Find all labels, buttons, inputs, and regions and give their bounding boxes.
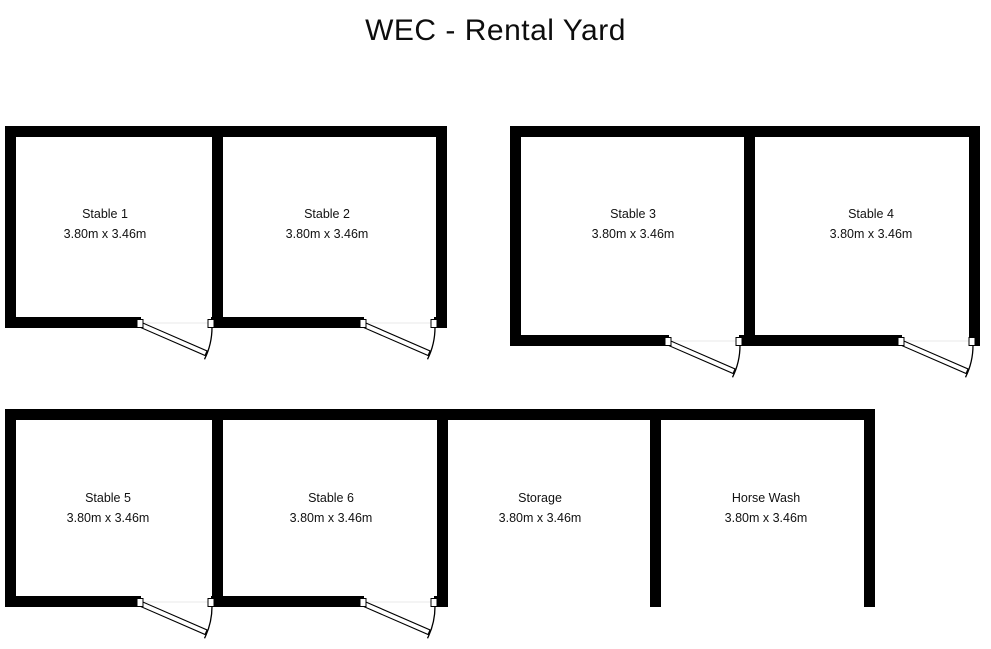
door-stable-1[interactable] [136,319,215,360]
door-hinge-jamb [664,337,672,346]
door-leaf [665,339,736,375]
door-swing-arc [426,605,436,639]
wall-bottom-divider-3 [650,409,661,607]
page-title: WEC - Rental Yard [365,14,626,47]
wall-bottom-divider-2 [437,409,448,607]
door-strike-jamb [430,598,438,607]
room-dimensions: 3.80m x 3.46m [290,511,373,525]
room-dimensions: 3.80m x 3.46m [830,227,913,241]
room-name: Stable 6 [308,491,354,505]
door-leaf [898,339,969,375]
wall-top-right-divider [744,126,755,346]
wall-stable-4-south [754,335,902,346]
door-swing-arc [426,326,436,360]
wall-top-left-east [436,126,447,328]
block-top-left [5,126,447,328]
door-hinge-jamb [136,319,144,328]
room-dimensions: 3.80m x 3.46m [67,511,150,525]
room-name: Horse Wash [732,491,800,505]
room-label-stable-2: Stable 2 3.80m x 3.46m [286,207,369,241]
wall-stable-1-south [5,317,141,328]
wall-stable-5-south [5,596,141,607]
room-name: Stable 4 [848,207,894,221]
room-name: Stable 2 [304,207,350,221]
door-hinge-jamb [136,598,144,607]
wall-top-left-north [5,126,447,137]
door-strike-jamb [430,319,438,328]
room-label-stable-5: Stable 5 3.80m x 3.46m [67,491,150,525]
room-dimensions: 3.80m x 3.46m [592,227,675,241]
room-name: Storage [518,491,562,505]
door-hinge-jamb [359,598,367,607]
door-leaf [360,321,431,357]
wall-top-left-west [5,126,16,328]
wall-bottom-east [864,409,875,607]
door-swing-arc [964,344,974,378]
wall-stable-6-south-stub [434,596,448,607]
door-swing-arc [203,326,213,360]
room-dimensions: 3.80m x 3.46m [64,227,147,241]
room-label-horse-wash: Horse Wash 3.80m x 3.46m [725,491,808,525]
block-bottom [5,409,875,607]
door-strike-jamb [735,337,743,346]
room-label-stable-4: Stable 4 3.80m x 3.46m [830,207,913,241]
wall-stable-2-south [222,317,364,328]
door-stable-3[interactable] [664,337,743,378]
wall-top-right-west [510,126,521,346]
wall-stable-6-south [222,596,364,607]
wall-bottom-west [5,409,16,607]
room-dimensions: 3.80m x 3.46m [499,511,582,525]
wall-stable-3-south-stub [739,335,755,346]
room-name: Stable 5 [85,491,131,505]
door-hinge-jamb [897,337,905,346]
door-swing-arc [731,344,741,378]
wall-top-left-divider [212,126,223,328]
door-stable-4[interactable] [897,337,976,378]
room-label-storage: Storage 3.80m x 3.46m [499,491,582,525]
door-stable-2[interactable] [359,319,438,360]
door-leaf [137,321,208,357]
room-label-stable-3: Stable 3 3.80m x 3.46m [592,207,675,241]
door-strike-jamb [207,319,215,328]
door-leaf [137,600,208,636]
door-hinge-jamb [359,319,367,328]
wall-top-right-east [969,126,980,346]
door-strike-jamb [207,598,215,607]
door-stable-5[interactable] [136,598,215,639]
door-leaf [360,600,431,636]
wall-stable-1-south-stub [211,317,223,328]
room-name: Stable 1 [82,207,128,221]
room-label-stable-1: Stable 1 3.80m x 3.46m [64,207,147,241]
door-swing-arc [203,605,213,639]
room-dimensions: 3.80m x 3.46m [286,227,369,241]
room-dimensions: 3.80m x 3.46m [725,511,808,525]
door-stable-6[interactable] [359,598,438,639]
room-name: Stable 3 [610,207,656,221]
wall-stable-2-south-stub [434,317,447,328]
wall-stable-5-south-stub [211,596,223,607]
door-strike-jamb [968,337,976,346]
wall-bottom-divider-1 [212,409,223,607]
room-label-stable-6: Stable 6 3.80m x 3.46m [290,491,373,525]
room-labels: Stable 1 3.80m x 3.46m Stable 2 3.80m x … [64,207,913,525]
wall-stable-3-south [510,335,669,346]
